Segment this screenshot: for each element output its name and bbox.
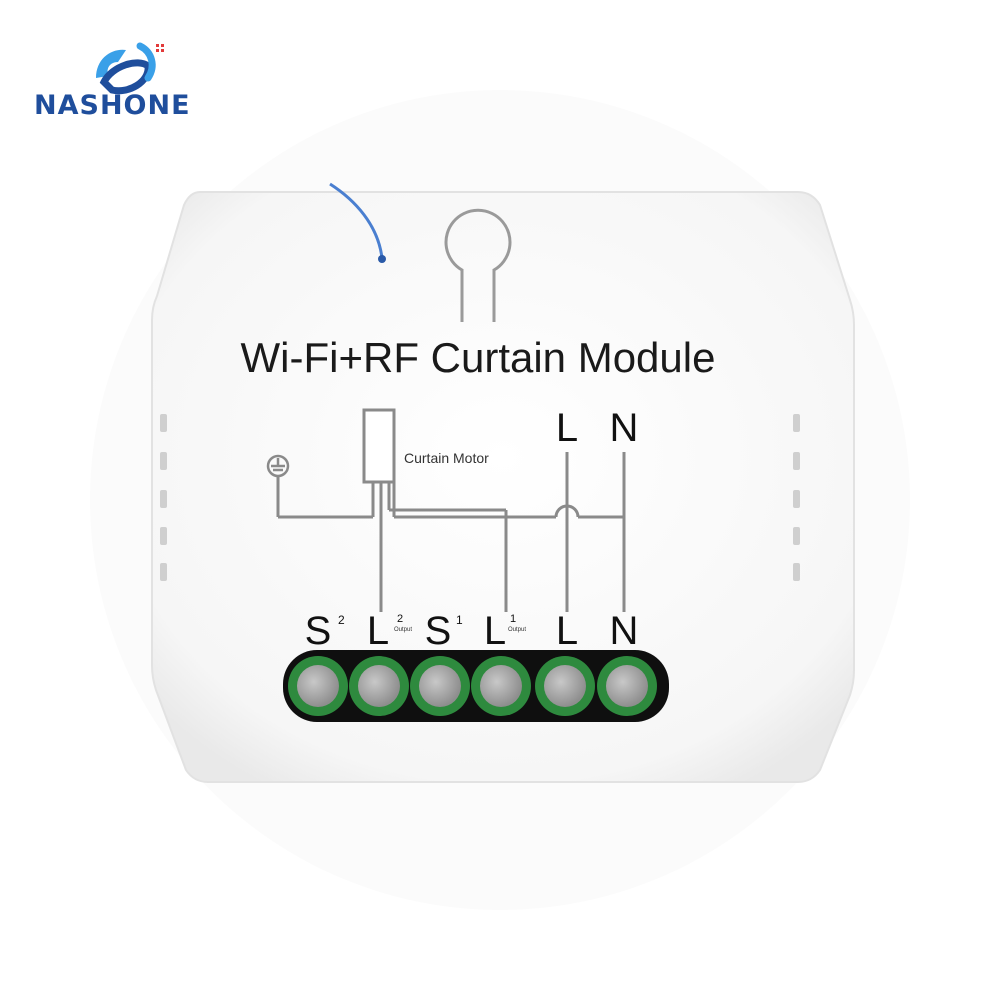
wiring-diagram [276, 408, 626, 612]
terminal-screw [410, 656, 470, 716]
left-vents [160, 414, 167, 581]
terminal-screw [471, 656, 531, 716]
power-label-neutral: N [610, 406, 639, 450]
terminal-screw [349, 656, 409, 716]
antenna-symbol-icon [444, 208, 512, 322]
curtain-motor-label: Curtain Motor [404, 450, 489, 466]
antenna-wire [329, 182, 384, 259]
terminal-sub-label: Output [394, 627, 412, 633]
terminal-label: N [610, 609, 639, 653]
terminal-screws [288, 656, 657, 716]
terminal-label: L [484, 609, 506, 653]
brand-name: NASHONE [34, 90, 191, 121]
terminal-superscript: 1 [510, 613, 516, 625]
terminal-screw [597, 656, 657, 716]
terminal-screw [288, 656, 348, 716]
terminal-superscript: 2 [397, 613, 403, 625]
terminal-label: S [305, 609, 332, 653]
terminal-label: L [556, 609, 578, 653]
power-label-live: L [556, 406, 578, 450]
terminal-label: S [425, 609, 452, 653]
terminal-superscript: 1 [456, 613, 463, 627]
nashone-swirl-logo [96, 42, 164, 95]
terminal-labels: S 2 L 2 Output S 1 L 1 Output L N [305, 609, 639, 653]
module-title: Wi-Fi+RF Curtain Module [241, 334, 716, 381]
terminal-sub-label: Output [508, 627, 526, 633]
ground-icon [266, 454, 290, 478]
terminal-screw [535, 656, 595, 716]
terminal-superscript: 2 [338, 613, 345, 627]
terminal-label: L [367, 609, 389, 653]
right-vents [793, 414, 800, 581]
module-body [151, 191, 855, 783]
